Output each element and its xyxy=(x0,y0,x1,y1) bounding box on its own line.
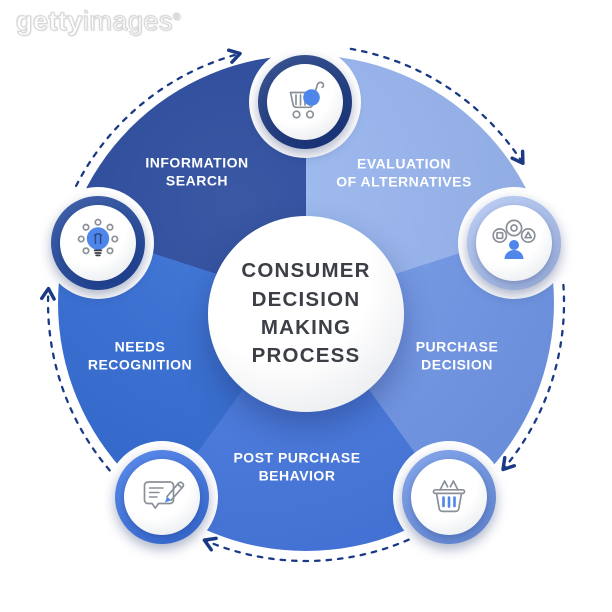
center-title: CONSUMER DECISION MAKING PROCESS xyxy=(241,259,371,368)
label-purchase-decision: PURCHASE DECISION xyxy=(415,338,499,373)
watermark-brand-bold: getty xyxy=(15,5,84,36)
shopping-basket-icon xyxy=(411,459,487,535)
stage-node-information-search xyxy=(249,46,361,158)
gettyimages-watermark: gettyimages® xyxy=(15,5,181,37)
stage-node-post-purchase-behavior xyxy=(106,441,218,553)
shopping-cart-icon xyxy=(267,64,343,140)
stage-node-evaluation-of-alternatives xyxy=(458,187,570,299)
stage-node-needs-recognition xyxy=(42,187,154,299)
stage-node-purchase-decision xyxy=(393,441,505,553)
center-circle: CONSUMER DECISION MAKING PROCESS xyxy=(208,216,404,412)
lightbulb-idea-icon xyxy=(60,205,136,281)
watermark-brand-light: images xyxy=(82,5,174,36)
arrow-arc-left xyxy=(39,286,119,481)
label-information-search: INFORMATION SEARCH xyxy=(145,154,249,189)
arrow-arc-bottom xyxy=(202,533,421,563)
registered-mark: ® xyxy=(173,12,181,24)
arrow-arc-right xyxy=(501,283,566,472)
arrow-arc-top-right xyxy=(349,47,525,165)
review-note-pencil-icon xyxy=(124,459,200,535)
label-needs-recognition: NEEDS RECOGNITION xyxy=(87,338,193,373)
label-evaluation-of-alternatives: EVALUATION OF ALTERNATIVES xyxy=(336,155,472,190)
alternatives-thought-bubbles-icon xyxy=(476,205,552,281)
label-post-purchase-behavior: POST PURCHASE BEHAVIOR xyxy=(233,449,361,484)
arrow-arc-top-left xyxy=(74,48,242,188)
